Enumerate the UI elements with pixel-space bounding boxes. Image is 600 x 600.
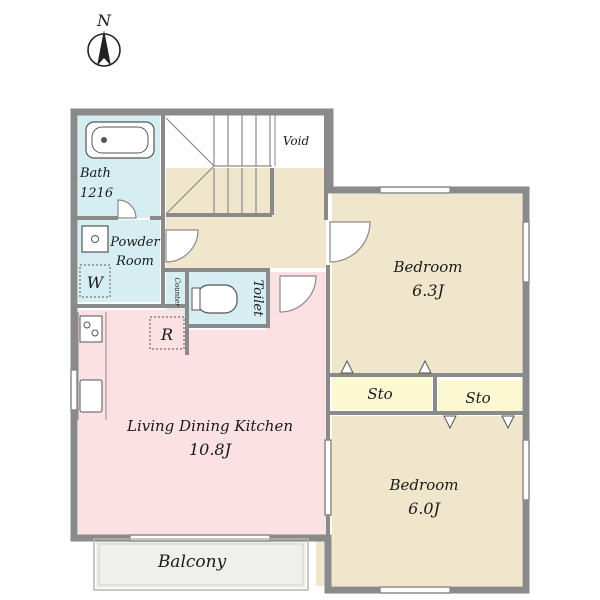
washer-space xyxy=(79,264,111,298)
bedroom-bottom-label: Bedroom xyxy=(389,476,459,494)
powder-room-label-1: Powder xyxy=(109,235,160,250)
stove-icon xyxy=(79,315,103,343)
ldk-size: 10.8J xyxy=(189,440,233,459)
storage-left-door-icon xyxy=(340,359,354,374)
door-toilet xyxy=(279,275,317,313)
room-fills xyxy=(78,115,522,588)
bedroom-bottom-size: 6.0J xyxy=(408,499,441,518)
counter-label: Counter xyxy=(173,278,181,308)
windows xyxy=(70,186,530,594)
fixtures xyxy=(77,121,515,591)
fridge-space xyxy=(149,316,185,350)
toilet-label: Toilet xyxy=(250,280,265,317)
storage-left-label: Sto xyxy=(367,385,392,403)
compass-needle-icon xyxy=(97,30,111,66)
storage-left-fill xyxy=(332,376,432,410)
storage-right-door-icon xyxy=(443,415,457,430)
fridge-label: R xyxy=(160,325,173,344)
powder-room-label-2: Room xyxy=(115,254,154,269)
hall-fill xyxy=(166,168,326,268)
kitchen-sink-icon xyxy=(79,379,103,413)
balcony-fill xyxy=(96,541,306,588)
bathtub-inner xyxy=(91,126,149,154)
window-ldk-side xyxy=(324,439,332,516)
storage-right-label: Sto xyxy=(465,389,490,407)
compass-label: N xyxy=(96,11,112,30)
balcony-label: Balcony xyxy=(157,552,227,572)
void-label: Void xyxy=(283,134,310,148)
bathtub-drain xyxy=(101,137,107,143)
ldk-label: Living Dining Kitchen xyxy=(126,417,293,435)
door-powder xyxy=(165,229,199,263)
toilet-icon xyxy=(196,284,238,314)
door-bath xyxy=(117,199,137,219)
window-bedroom-bottom-right xyxy=(522,439,530,501)
stair-diagonal-1 xyxy=(165,117,215,167)
counter-fill xyxy=(166,272,184,312)
window-bedroom-top-right xyxy=(522,221,530,283)
window-kitchen xyxy=(70,369,78,411)
window-bedroom-bottom xyxy=(379,586,451,594)
north-compass: N xyxy=(87,11,121,67)
bath-label: Bath xyxy=(79,166,111,181)
bathtub-icon xyxy=(85,121,155,159)
stair-diagonal-2 xyxy=(165,165,215,215)
room-labels: Bath 1216 Powder Room W R Counter Toilet… xyxy=(79,134,491,572)
window-ldk-balcony xyxy=(129,534,271,542)
doors xyxy=(117,199,371,313)
sink-icon xyxy=(81,225,109,253)
sink-basin xyxy=(91,235,99,243)
storage-right-fill xyxy=(438,380,522,414)
bedroom-top-size: 6.3J xyxy=(412,281,445,300)
balcony-rail xyxy=(93,538,309,591)
ldk-fill xyxy=(78,272,326,535)
window-bedroom-top xyxy=(379,186,451,194)
washer-label: W xyxy=(87,273,105,292)
door-bedroom-top xyxy=(329,221,371,263)
bedroom-top-label: Bedroom xyxy=(393,258,463,276)
staircase xyxy=(165,115,276,215)
bedroom-bottom-fill xyxy=(332,416,522,586)
bath-size: 1216 xyxy=(80,186,113,201)
